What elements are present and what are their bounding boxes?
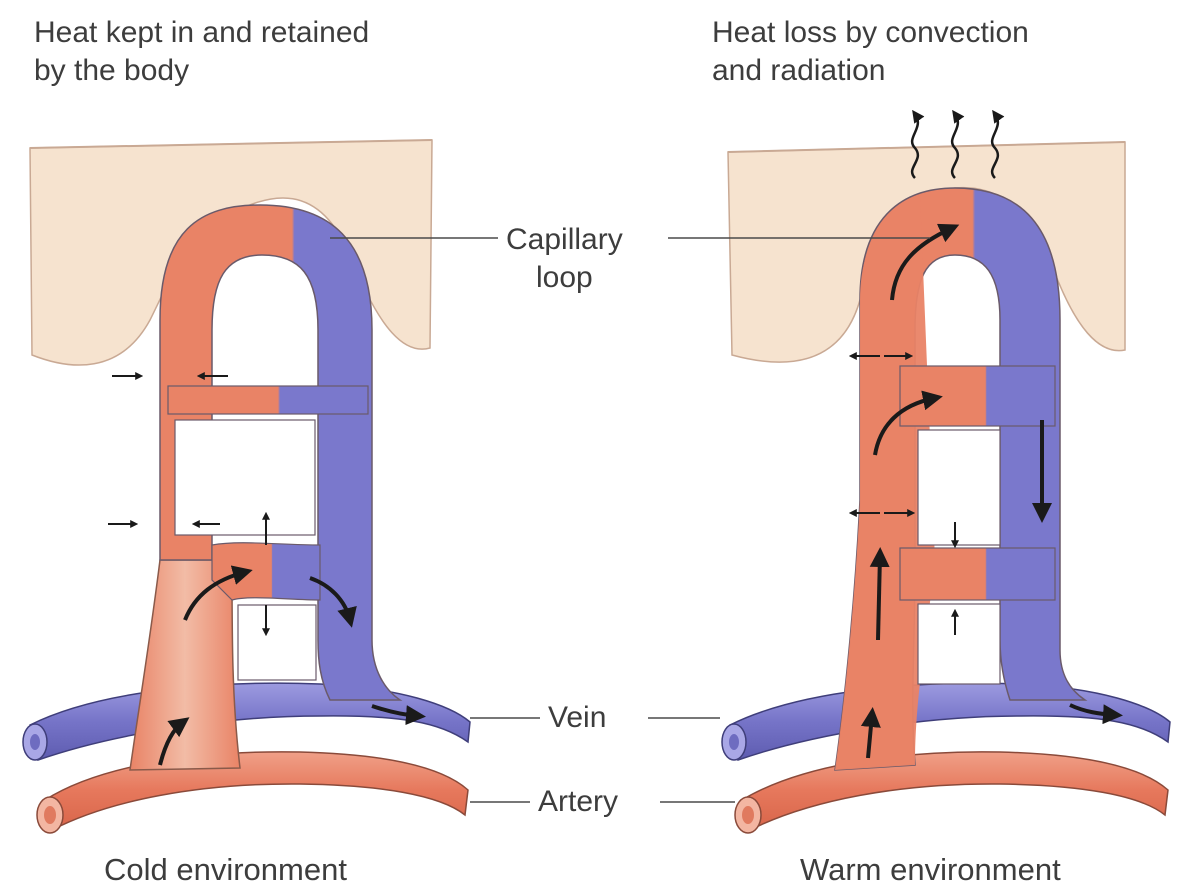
shunt-lower-left: [212, 543, 320, 600]
right-panel-caption: Warm environment: [800, 852, 1061, 888]
label-vein: Vein: [542, 699, 612, 737]
label-artery: Artery: [532, 783, 624, 821]
shunt-lower-right: [900, 548, 1055, 600]
shunt-upper-right: [900, 366, 1055, 426]
vein-left: [30, 683, 470, 760]
label-capillary-loop: Capillary loop: [500, 221, 629, 297]
artery-left: [45, 752, 468, 830]
vein-right: [730, 683, 1170, 760]
artery-right: [742, 752, 1168, 830]
shunt-upper-left: [168, 386, 368, 414]
right-panel: [722, 114, 1170, 833]
left-panel: [23, 140, 470, 833]
left-panel-caption: Cold environment: [104, 852, 347, 888]
